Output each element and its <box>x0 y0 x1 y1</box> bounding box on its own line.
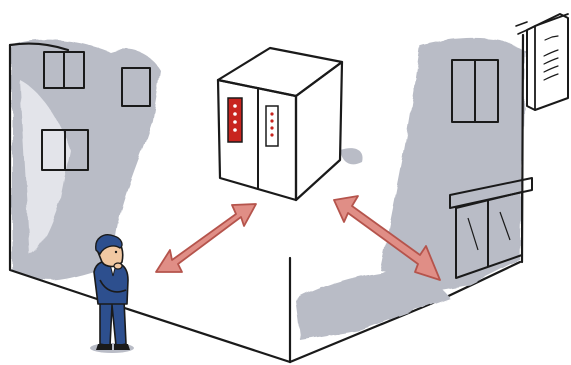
ground-shade <box>295 268 450 340</box>
electrical-cabinet <box>218 48 363 200</box>
arrow-left <box>156 204 256 272</box>
cabinet-shadow <box>340 148 363 164</box>
right-building <box>295 35 532 340</box>
cabinet-indicator-panel <box>266 106 278 146</box>
left-building <box>10 40 290 362</box>
